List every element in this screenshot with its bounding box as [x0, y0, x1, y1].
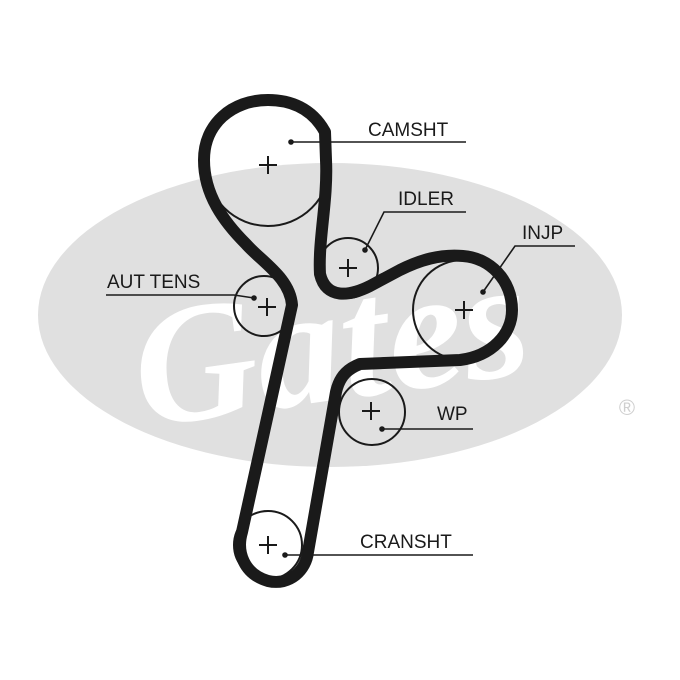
crankshaft-label: CRANSHT — [360, 532, 452, 553]
water-pump-center-mark — [362, 402, 380, 420]
gates-watermark-logo: Gates ® — [38, 163, 635, 467]
auto-tensioner-label: AUT TENS — [107, 272, 200, 293]
water-pump-leader-dot — [379, 426, 385, 432]
watermark-registered-mark: ® — [619, 395, 635, 420]
camshaft-leader-dot — [288, 139, 294, 145]
camshaft-label: CAMSHT — [368, 120, 449, 141]
idler-label: IDLER — [398, 189, 454, 210]
injection-pump-center-mark — [455, 301, 473, 319]
auto-tensioner-leader-dot — [251, 295, 257, 301]
injection-pump-leader-line — [482, 245, 575, 293]
injection-pump-label: INJP — [522, 223, 563, 244]
injection-pump-leader-dot — [480, 289, 486, 295]
auto-tensioner-center-mark — [258, 298, 276, 316]
camshaft-center-mark — [259, 156, 277, 174]
idler-center-mark — [339, 259, 357, 277]
idler-leader-dot — [362, 247, 368, 253]
idler-leader-line — [364, 211, 466, 251]
crankshaft-leader-dot — [282, 552, 288, 558]
water-pump-pulley — [338, 378, 406, 446]
water-pump-label: WP — [437, 404, 468, 425]
watermark-ellipse — [38, 163, 622, 467]
auto-tensioner-leader-line — [106, 294, 255, 299]
crankshaft-center-mark — [259, 536, 277, 554]
timing-belt — [198, 94, 518, 588]
